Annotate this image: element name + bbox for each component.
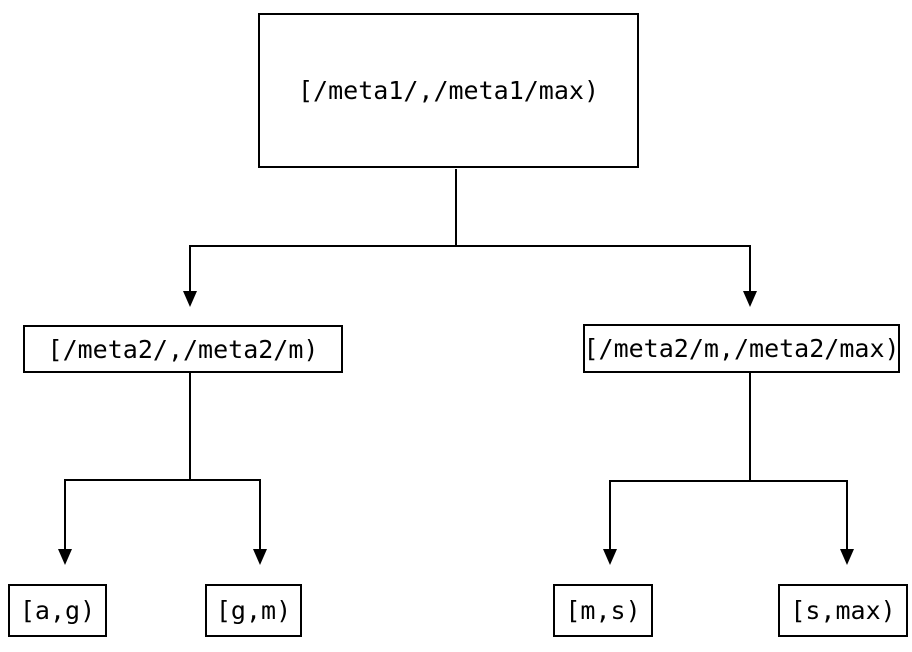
node-right-label: [/meta2/m,/meta2/max) (583, 334, 900, 363)
arrowhead-leaf-gm (253, 549, 267, 565)
node-leaf-gm-label: [g,m) (215, 596, 292, 625)
arrowhead-right-child (743, 291, 757, 307)
node-leaf-ag-label: [a,g) (19, 596, 96, 625)
node-leaf-smax-label: [s,max) (790, 596, 896, 625)
node-left-label: [/meta2/,/meta2/m) (47, 334, 319, 364)
node-leaf-gm: [g,m) (205, 584, 302, 637)
node-leaf-ms-label: [m,s) (565, 596, 641, 625)
node-right-range: [/meta2/m,/meta2/max) (583, 324, 900, 373)
node-leaf-ms: [m,s) (553, 584, 653, 637)
arrowhead-left-child (183, 291, 197, 307)
node-left-range: [/meta2/,/meta2/m) (23, 325, 343, 373)
node-root-range: [/meta1/,/meta1/max) (258, 13, 639, 168)
node-leaf-ag: [a,g) (8, 584, 107, 637)
connector-left-to-leaves (58, 373, 267, 565)
arrowhead-leaf-ms (603, 549, 617, 565)
connector-right-to-leaves (603, 373, 854, 565)
arrowhead-leaf-ag (58, 549, 72, 565)
connector-root-to-children (183, 169, 757, 307)
node-leaf-smax: [s,max) (778, 584, 908, 637)
arrowhead-leaf-smax (840, 549, 854, 565)
node-root-label: [/meta1/,/meta1/max) (297, 76, 600, 105)
